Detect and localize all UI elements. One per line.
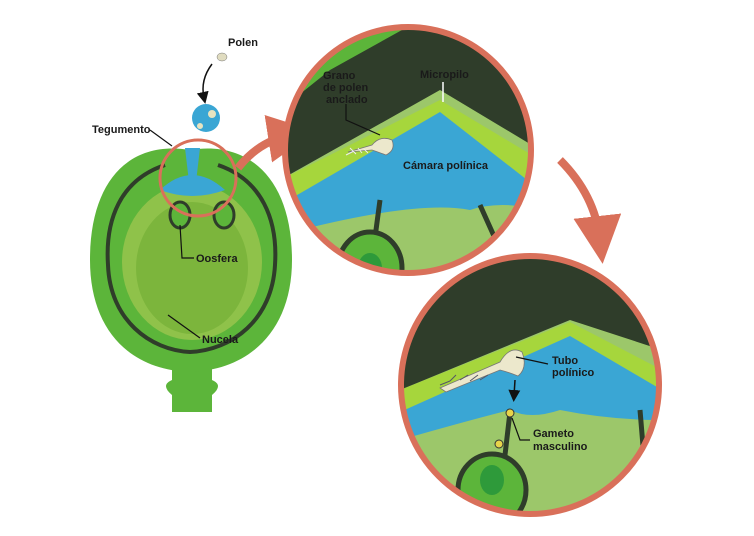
micropyle-channel	[185, 148, 200, 182]
gamete-arrow	[508, 379, 521, 402]
label-camara: Cámara polínica	[403, 160, 489, 172]
zoom-circle-2	[402, 257, 658, 513]
zoom-circle-2-ring	[398, 253, 662, 517]
zoom-circle-1-ring	[282, 24, 534, 276]
ovule	[90, 52, 292, 412]
pollen-tube-grown	[439, 349, 525, 393]
oosfera-leader	[179, 224, 194, 259]
ovule-stalk	[166, 360, 218, 412]
pollen-grain-on-micropyle	[192, 104, 220, 132]
label-grano-3: anclado	[326, 94, 368, 106]
polen-arrow	[196, 63, 213, 104]
label-nucela: Nucela	[202, 334, 239, 346]
tubo-leader	[515, 356, 549, 365]
pollen-spot	[208, 110, 216, 118]
tegumento-inner-line	[105, 163, 278, 355]
label-tubo-1: Tubo	[552, 355, 578, 367]
grano-leader	[345, 104, 381, 136]
label-micropilo: Micropilo	[420, 69, 469, 81]
pollen-spot	[197, 123, 203, 129]
label-grano-1: Grano	[323, 70, 356, 82]
gameto-leader	[511, 417, 530, 441]
label-gameto-2: masculino	[533, 441, 588, 453]
tube-haustoria	[439, 374, 489, 386]
tegumento-leader	[149, 129, 173, 147]
zoom-circle-marker	[158, 138, 238, 218]
label-grano-2: de polen	[323, 82, 369, 94]
nucela-inner	[136, 202, 248, 334]
label-tegumento: Tegumento	[92, 124, 151, 136]
pollen-falling	[216, 52, 228, 62]
label-gameto-1: Gameto	[533, 428, 574, 440]
arrow-to-zoom2	[557, 157, 622, 264]
nucela-leader	[167, 314, 201, 339]
anchored-pollen-tube	[347, 137, 394, 156]
label-oosfera: Oosfera	[196, 253, 238, 265]
male-gamete	[494, 439, 504, 449]
label-tubo-2: polínico	[552, 367, 594, 379]
pollen-chamber	[160, 175, 225, 196]
pollen-haustoria	[345, 147, 369, 156]
label-polen: Polen	[228, 37, 258, 49]
male-gamete	[505, 408, 515, 418]
